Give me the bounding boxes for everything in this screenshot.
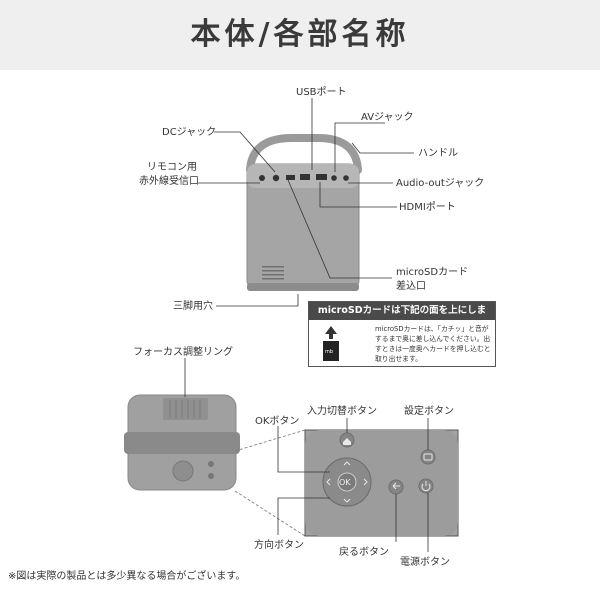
label-audio-out: Audio-outジャック — [396, 178, 485, 189]
label-microsd-1: microSDカード — [396, 267, 469, 278]
label-power-button: 電源ボタン — [400, 557, 450, 568]
label-microsd-2: 差込口 — [396, 281, 426, 292]
arrow-down-icon — [343, 498, 351, 503]
ok-button-text: OK — [339, 478, 351, 487]
leader-lines-upper — [198, 98, 414, 307]
label-tripod-hole: 三脚用穴 — [173, 301, 213, 312]
notice-body: microSDカードは、「カチッ」と音がするまで奥に差し込んでください。出すとき… — [375, 325, 491, 363]
zoom-lines — [234, 429, 306, 537]
focus-ring-ridges — [169, 400, 201, 418]
front-band — [124, 432, 240, 454]
label-settings-button: 設定ボタン — [404, 406, 454, 417]
hdmi-port — [316, 174, 327, 180]
arrow-right-icon — [363, 478, 368, 486]
header-bar: 本体/各部名称 — [0, 0, 600, 70]
zoomed-keypad — [304, 429, 459, 537]
arrow-up-icon — [343, 461, 351, 466]
label-remote-ir-2: 赤外線受信口 — [139, 176, 199, 187]
focus-ring-shape — [163, 398, 208, 420]
home-icon — [343, 438, 351, 445]
back-arrow-icon — [392, 482, 400, 490]
microsd-slot — [286, 175, 295, 180]
notice-title: microSDカードは下記の面を上にします。 — [309, 302, 495, 334]
label-handle: ハンドル — [418, 148, 458, 159]
sd-card-text: mb — [325, 349, 334, 355]
settings-button[interactable] — [420, 449, 436, 465]
page-title: 本体/各部名称 — [190, 17, 410, 52]
label-dc-jack: DCジャック — [162, 127, 217, 138]
av-jack-port — [331, 175, 337, 181]
projector-back-view — [246, 134, 362, 291]
mini-keypad — [172, 460, 194, 482]
handle-shape — [246, 134, 362, 174]
power-icon — [421, 483, 431, 492]
audio-out-port — [343, 175, 349, 181]
menu-icon — [423, 453, 433, 461]
up-arrow-icon — [325, 326, 337, 334]
usb-port — [300, 174, 310, 180]
label-usb-port: USBポート — [296, 87, 347, 98]
back-button[interactable] — [388, 479, 404, 495]
ok-button[interactable] — [337, 472, 357, 492]
up-arrow-shaft — [329, 333, 333, 339]
microsd-notice-box: microSDカードは下記の面を上にします。 mb microSDカードは、「カ… — [308, 301, 496, 367]
vent-grille — [262, 266, 284, 280]
label-ok-button: OKボタン — [255, 416, 300, 427]
footnote: ※図は実際の製品とは多少異なる場合がございます。 — [8, 571, 246, 582]
label-remote-ir-1: リモコン用 — [147, 162, 197, 173]
leader-lines-lower — [184, 358, 429, 552]
projector-base — [247, 283, 359, 291]
label-back-button: 戻るボタン — [339, 547, 389, 558]
label-input-switch: 入力切替ボタン — [307, 406, 377, 417]
label-direction-button: 方向ボタン — [254, 540, 304, 551]
label-focus-ring: フォーカス調整リング — [133, 347, 233, 358]
label-hdmi-port: HDMIポート — [399, 202, 456, 213]
ir-receiver-port — [259, 175, 265, 181]
dc-jack-port — [272, 174, 280, 182]
arrow-left-icon — [326, 478, 331, 486]
label-av-jack: AVジャック — [361, 112, 414, 123]
sd-card-icon: mb — [323, 341, 339, 361]
projector-front-view — [124, 394, 240, 491]
